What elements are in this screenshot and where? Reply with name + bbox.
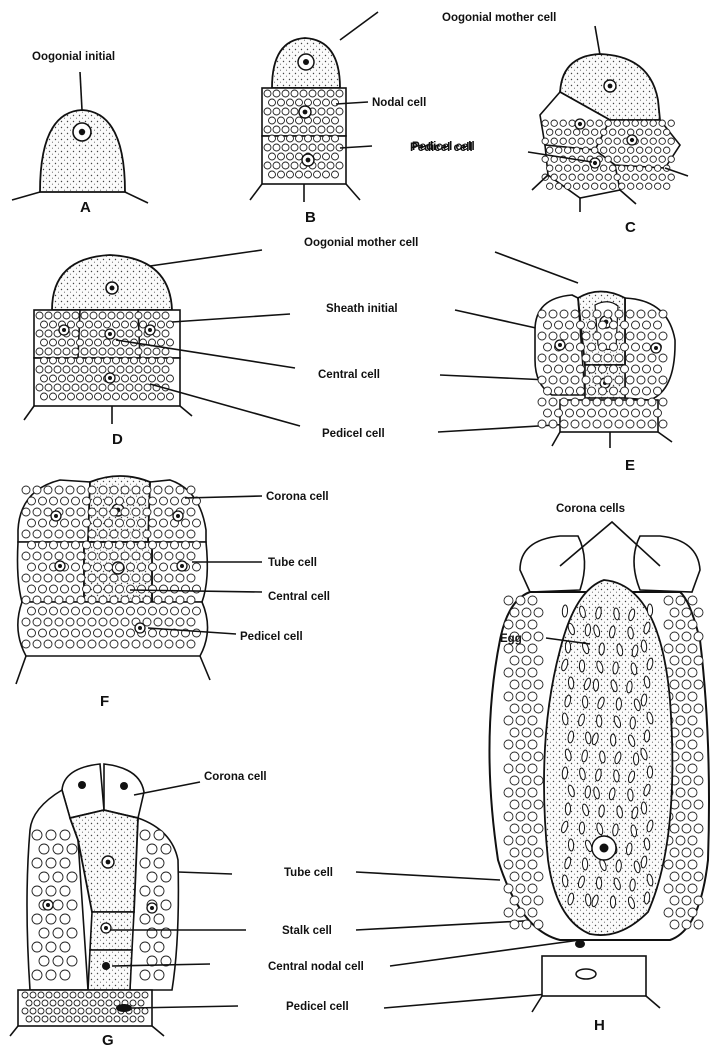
label-oogonial-mother-cell-c: Oogonial mother cell xyxy=(442,12,556,24)
label-corona-cell-g: Corona cell xyxy=(204,771,267,783)
panel-letter-b: B xyxy=(305,209,316,226)
label-oogonial-mother-cell-de: Oogonial mother cell xyxy=(304,237,418,249)
label-egg: Egg xyxy=(500,633,522,645)
label-sheath-initial: Sheath initial xyxy=(326,303,398,315)
panel-e: E xyxy=(535,292,675,475)
panel-letter-d: D xyxy=(112,431,123,448)
panel-c: Oogonial mother cell Pedicel cell C xyxy=(410,12,688,236)
panel-letter-a: A xyxy=(80,199,91,216)
label-central-cell-f: Central cell xyxy=(268,591,330,603)
label-pedicel-cell-f: Pedicel cell xyxy=(240,631,303,643)
label-stalk-cell: Stalk cell xyxy=(282,925,332,937)
label-pedicel-cell-de: Pedicel cell xyxy=(322,428,385,440)
label-central-cell-de: Central cell xyxy=(318,369,380,381)
label-oogonial-initial: Oogonial initial xyxy=(32,51,115,63)
label-tube-cell-gh: Tube cell xyxy=(284,867,333,879)
panel-h: Corona cells Egg H xyxy=(489,503,709,1034)
panel-b: Nodal cell Pedicel cell B xyxy=(250,12,475,226)
panel-f: Corona cell Tube cell Central cell Pedic… xyxy=(16,476,330,710)
label-corona-cells-h: Corona cells xyxy=(556,503,625,515)
label-tube-cell-f: Tube cell xyxy=(268,557,317,569)
panel-d: D xyxy=(24,255,192,448)
label-corona-cell-f: Corona cell xyxy=(266,491,329,503)
label-central-nodal-cell: Central nodal cell xyxy=(268,961,364,973)
panel-letter-g: G xyxy=(102,1032,114,1049)
panel-letter-h: H xyxy=(594,1017,605,1034)
panel-letter-e: E xyxy=(625,457,635,474)
label-pedicel-cell-gh: Pedicel cell xyxy=(286,1001,349,1013)
label-pedicel-cell-c: Pedicel cell xyxy=(410,142,473,154)
de-leaders: Oogonial mother cell Sheath initial Cent… xyxy=(116,237,592,440)
panel-letter-f: F xyxy=(100,693,109,710)
label-nodal-cell: Nodal cell xyxy=(372,97,426,109)
panel-a: Oogonial initial A xyxy=(12,51,148,216)
panel-letter-c: C xyxy=(625,219,636,236)
